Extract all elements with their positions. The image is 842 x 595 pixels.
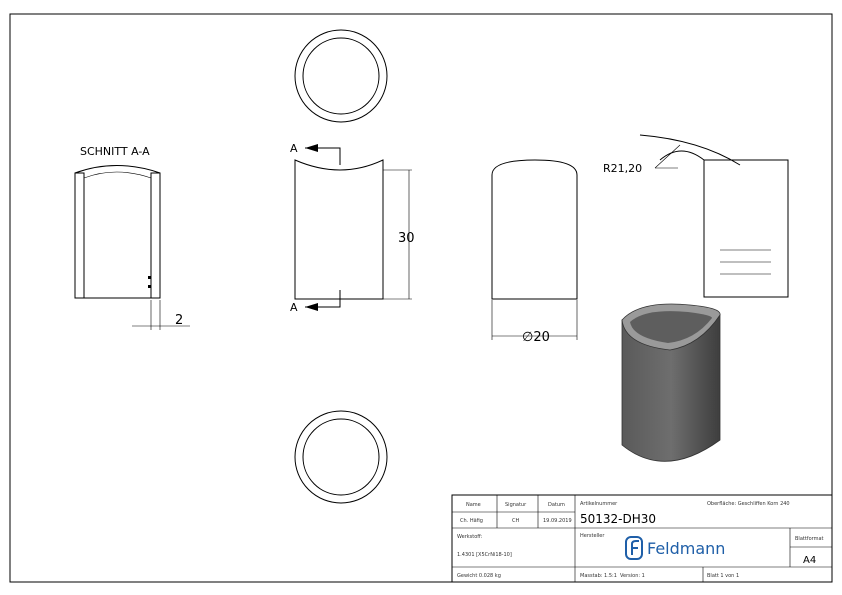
signature-header: Signatur [505, 502, 527, 508]
scale-value: Masstab: 1.5:1 [580, 573, 617, 579]
right-view: R21,20 [603, 134, 789, 298]
section-marker-top: A [290, 142, 298, 155]
isometric-view [621, 303, 721, 462]
name-header: Name [466, 502, 481, 508]
signature-value: CH [512, 518, 519, 524]
material-label: Werkstoff: [457, 534, 483, 540]
sheet-border [9, 13, 833, 583]
article-number: 50132-DH30 [580, 512, 656, 526]
section-view: SCHNITT A-A 2 [74, 145, 190, 330]
radius-dimension: R21,20 [603, 162, 642, 175]
surface-value: Oberfläche: Geschliffen Korn 240 [707, 501, 790, 507]
feldmann-logo: Feldmann [625, 536, 725, 560]
wall-dimension: 2 [175, 313, 183, 328]
front-view: 30 A A [290, 142, 415, 314]
name-value: Ch. Häfig [460, 518, 483, 524]
date-value: 19.09.2019 [543, 518, 572, 524]
manufacturer-label: Hersteller [580, 533, 605, 539]
height-dimension: 30 [398, 231, 415, 246]
section-label: SCHNITT A-A [80, 145, 150, 158]
section-marker-bottom: A [290, 301, 298, 314]
article-label: Artikelnummer [580, 501, 618, 507]
bottom-view [294, 410, 388, 504]
diameter-dimension: ∅20 [522, 330, 550, 345]
svg-text:Feldmann: Feldmann [647, 539, 725, 558]
title-block: Name Signatur Datum Ch. Häfig CH 19.09.2… [451, 494, 833, 583]
material-value: 1.4301 [X5CrNi18-10] [457, 552, 512, 558]
format-label: Blattformat [795, 536, 824, 542]
version-value: Version: 1 [620, 573, 645, 579]
format-value: A4 [803, 555, 816, 566]
top-view [294, 29, 388, 123]
weight-value: Gewicht 0.028 kg [457, 573, 501, 579]
side-view: ∅20 [491, 159, 578, 345]
date-header: Datum [548, 502, 565, 508]
sheet-value: Blatt 1 von 1 [707, 573, 739, 579]
